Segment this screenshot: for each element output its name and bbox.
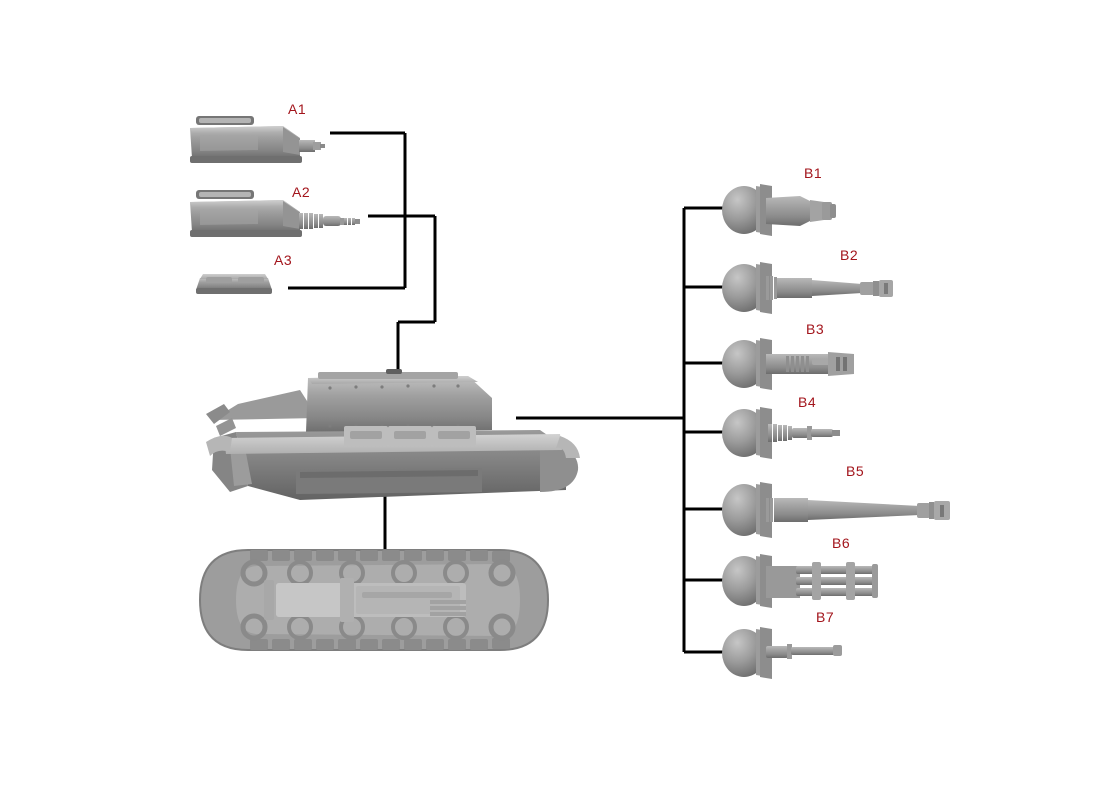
label-a1: A1 [288,101,307,117]
part-render-a3 [196,274,272,294]
label-b4: B4 [798,394,817,410]
part-render-b5 [722,482,950,538]
label-a2: A2 [292,184,311,200]
label-b6: B6 [832,535,851,551]
label-b1: B1 [804,165,823,181]
label-b5: B5 [846,463,865,479]
part-render-b2 [722,262,893,314]
label-b7: B7 [816,609,835,625]
part-render-a2 [190,190,360,237]
part-render-b3 [722,338,854,390]
part-render-b4 [722,407,840,459]
part-render-a1 [190,116,325,163]
part-render-hull [206,369,580,500]
label-b3: B3 [806,321,825,337]
part-render-tracks [198,549,550,651]
part-render-b7 [722,627,842,679]
label-b2: B2 [840,247,859,263]
part-render-b1 [722,184,836,236]
label-a3: A3 [274,252,293,268]
part-render-b6 [722,554,878,608]
